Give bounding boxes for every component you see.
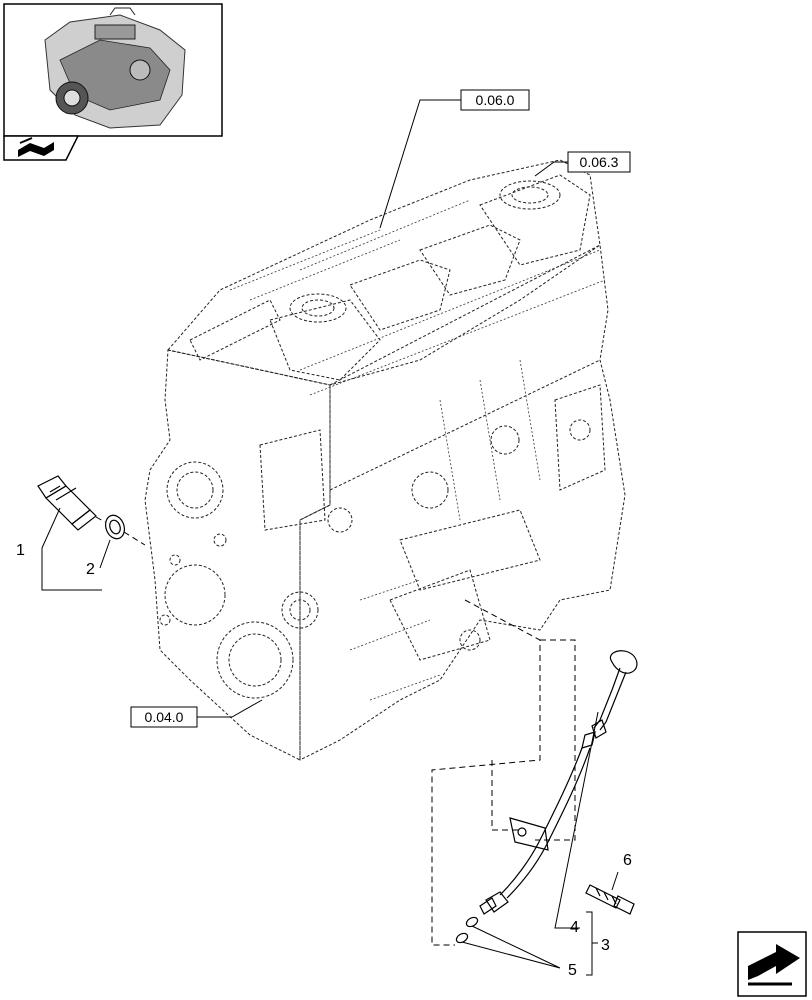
- ref-label-crankcase: 0.04.0: [145, 709, 184, 725]
- part-1-plug[interactable]: [37, 475, 97, 531]
- manual-book-icon[interactable]: [3, 135, 80, 161]
- engine-thumbnail-panel[interactable]: [3, 3, 223, 161]
- part-2-washer[interactable]: [102, 513, 127, 542]
- ref-box-crankcase[interactable]: 0.04.0: [130, 699, 263, 728]
- callout-2: 2: [86, 561, 95, 578]
- part-5-orings[interactable]: [455, 916, 479, 945]
- bracket-3: [586, 911, 598, 976]
- next-page-arrow-icon[interactable]: [737, 931, 807, 997]
- leader-6: [611, 871, 619, 891]
- leader-1: [41, 507, 102, 591]
- assembly-line-dipstick: [431, 599, 576, 946]
- leader-2: [99, 539, 111, 569]
- ref-label-cylinder-head: 0.06.0: [476, 92, 515, 108]
- part-4-dipstick[interactable]: [479, 650, 638, 915]
- leader-5: [461, 925, 561, 969]
- engine-block-ghost: [144, 159, 626, 761]
- ref-box-rocker-cover[interactable]: 0.06.3: [534, 151, 631, 177]
- callout-1: 1: [16, 542, 25, 559]
- engine-thumbnail-icon: [44, 7, 186, 129]
- part-6-bolt[interactable]: [585, 884, 635, 915]
- callout-4: 4: [570, 919, 579, 936]
- callout-6: 6: [623, 852, 632, 869]
- assembly-line-1-2: [95, 516, 146, 546]
- leader-4: [554, 711, 599, 929]
- callout-5: 5: [568, 962, 577, 979]
- ref-label-rocker-cover: 0.06.3: [580, 154, 619, 170]
- ref-box-cylinder-head[interactable]: 0.06.0: [379, 89, 530, 229]
- callout-3: 3: [601, 937, 610, 954]
